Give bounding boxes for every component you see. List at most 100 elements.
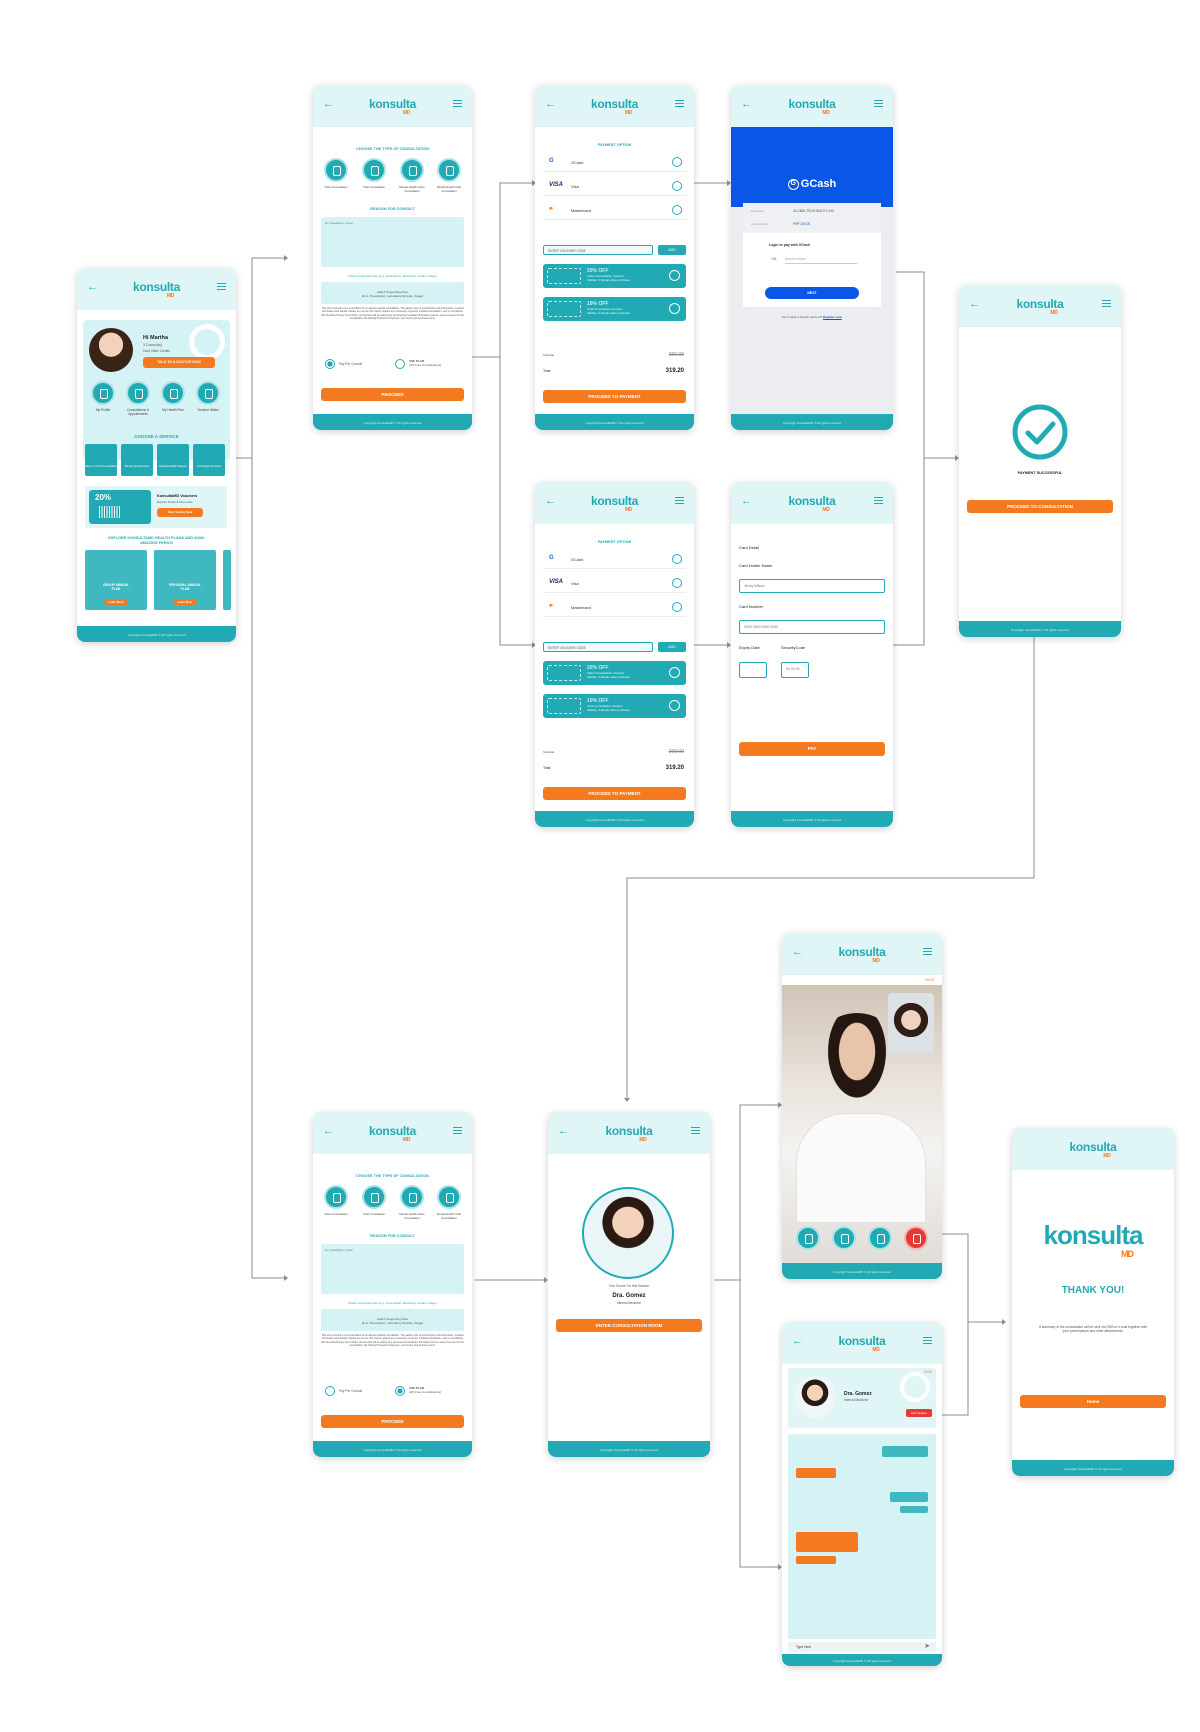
proceed-to-payment-button[interactable]: PROCEED TO PAYMENT — [543, 390, 686, 403]
pay-per-consult-label: Pay Per Consult — [339, 1389, 363, 1393]
chat-consult-icon[interactable] — [362, 1185, 386, 1209]
gcash-radio[interactable] — [672, 554, 682, 564]
microphone-icon[interactable] — [868, 1226, 892, 1250]
service-concierge[interactable] — [193, 444, 225, 476]
consultations-icon[interactable] — [126, 381, 150, 405]
mastercard-radio[interactable] — [672, 602, 682, 612]
chat-consult-icon[interactable] — [362, 158, 386, 182]
chat-input[interactable]: Type Here — [788, 1642, 936, 1652]
mental-video-icon[interactable] — [400, 158, 424, 182]
video-timer: 00:00 — [925, 978, 934, 982]
visa-radio[interactable] — [672, 181, 682, 191]
menu-icon[interactable] — [217, 283, 226, 290]
voucher-add-button[interactable]: ADD — [658, 642, 686, 652]
back-arrow-icon[interactable]: ← — [558, 1125, 569, 1137]
menu-icon[interactable] — [675, 100, 684, 107]
payment-option-mastercard[interactable]: ●●Mastercard — [543, 202, 686, 220]
reason-title: REASON FOR CONSULT — [370, 207, 415, 211]
learn-more-group[interactable]: Learn More — [104, 599, 128, 605]
learn-more-personal[interactable]: Learn More — [173, 599, 197, 605]
menu-icon[interactable] — [453, 1127, 462, 1134]
home-button[interactable]: Home — [1020, 1395, 1166, 1408]
talk-to-doctor-button[interactable]: TALK TO A DOCTOR NOW — [143, 357, 215, 368]
profile-icon[interactable] — [91, 381, 115, 405]
card-holder-input[interactable]: Jenny Wilson — [739, 579, 885, 593]
mental-chat-icon[interactable] — [437, 1185, 461, 1209]
service-appointment[interactable] — [121, 444, 153, 476]
register-link[interactable]: Register now — [822, 315, 842, 319]
start-saving-button[interactable]: Start Saving Now — [157, 508, 203, 517]
end-call-icon[interactable] — [904, 1226, 928, 1250]
voucher-code-input[interactable]: ENTER VOUCHER CODE — [543, 245, 653, 255]
pay-per-consult-radio[interactable] — [325, 1386, 335, 1396]
end-session-button[interactable]: End Session — [906, 1409, 932, 1417]
voucher-wallet-icon[interactable] — [196, 381, 220, 405]
back-arrow-icon[interactable]: ← — [741, 495, 752, 507]
menu-icon[interactable] — [874, 497, 883, 504]
video-off-icon[interactable] — [796, 1226, 820, 1250]
back-arrow-icon[interactable]: ← — [545, 98, 556, 110]
pay-button[interactable]: PAY — [739, 742, 885, 756]
security-code-input[interactable]: 00 00 00 — [781, 662, 809, 678]
quick-label-voucher: Voucher Wallet — [197, 408, 219, 412]
total-label: Total — [543, 369, 551, 373]
thank-you-text: A summary of the consultation will be se… — [1038, 1325, 1148, 1334]
use-plan-radio[interactable] — [395, 1386, 405, 1396]
reason-input[interactable]: Ex: Headache, Fever — [321, 1244, 464, 1294]
menu-icon[interactable] — [453, 100, 462, 107]
card-number-input[interactable]: 0000 0000 0000 0000 — [739, 620, 885, 634]
back-arrow-icon[interactable]: ← — [741, 98, 752, 110]
service-video-chat[interactable] — [85, 444, 117, 476]
mobile-number-input[interactable]: Mobile number — [785, 257, 857, 264]
mental-video-icon[interactable] — [400, 1185, 424, 1209]
proceed-to-consultation-button[interactable]: PROCEED TO CONSULTATION — [967, 500, 1113, 513]
visa-radio[interactable] — [672, 578, 682, 588]
proceed-button[interactable]: PROCEED — [321, 1415, 464, 1428]
menu-icon[interactable] — [874, 100, 883, 107]
mental-chat-icon[interactable] — [437, 158, 461, 182]
health-plan-icon[interactable] — [161, 381, 185, 405]
mastercard-radio[interactable] — [672, 205, 682, 215]
back-arrow-icon[interactable]: ← — [792, 1335, 803, 1347]
proceed-button[interactable]: PROCEED — [321, 388, 464, 401]
menu-icon[interactable] — [1102, 300, 1111, 307]
enter-room-button[interactable]: ENTER CONSULTATION ROOM — [556, 1319, 702, 1332]
use-plan-radio[interactable] — [395, 359, 405, 369]
speaker-icon[interactable] — [832, 1226, 856, 1250]
gcash-next-button[interactable]: NEXT — [765, 287, 859, 299]
video-consult-icon[interactable] — [324, 1185, 348, 1209]
attach-files-box[interactable] — [321, 1309, 464, 1331]
back-arrow-icon[interactable]: ← — [323, 1125, 334, 1137]
service-mental-health[interactable] — [157, 444, 189, 476]
menu-icon[interactable] — [923, 948, 932, 955]
payment-option-mastercard[interactable]: ●●Mastercard — [543, 599, 686, 617]
back-arrow-icon[interactable]: ← — [969, 298, 980, 310]
back-arrow-icon[interactable]: ← — [87, 281, 98, 293]
gcash-radio[interactable] — [672, 157, 682, 167]
back-arrow-icon[interactable]: ← — [545, 495, 556, 507]
back-arrow-icon[interactable]: ← — [792, 946, 803, 958]
menu-icon[interactable] — [923, 1337, 932, 1344]
back-arrow-icon[interactable]: ← — [323, 98, 334, 110]
pay-per-consult-radio[interactable] — [325, 359, 335, 369]
reason-input[interactable]: Ex: Headache, Fever — [321, 217, 464, 267]
proceed-to-payment-button[interactable]: PROCEED TO PAYMENT — [543, 787, 686, 800]
voucher-add-button[interactable]: ADD — [658, 245, 686, 255]
send-icon[interactable]: ➤ — [924, 1643, 930, 1650]
menu-icon[interactable] — [675, 497, 684, 504]
attach-files-box[interactable] — [321, 282, 464, 304]
video-consult-icon[interactable] — [324, 158, 348, 182]
voucher-code-input[interactable]: ENTER VOUCHER CODE — [543, 642, 653, 652]
expiry-input[interactable] — [739, 662, 767, 678]
menu-icon[interactable] — [691, 1127, 700, 1134]
